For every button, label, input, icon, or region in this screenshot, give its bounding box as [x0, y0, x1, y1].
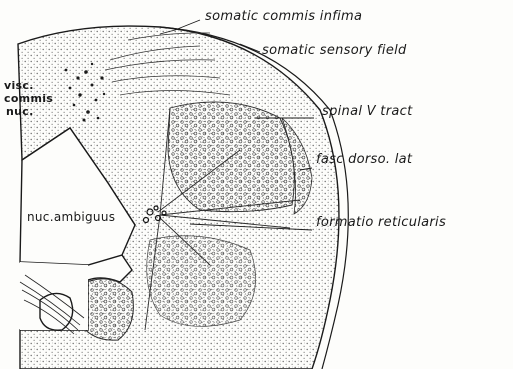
lower-nucleus	[147, 236, 256, 327]
label-spinal-v-tract: spinal V tract	[322, 104, 412, 119]
label-visc: visc.	[4, 80, 34, 91]
label-fasc-dorso-lat: fasc dorso. lat	[316, 152, 412, 167]
label-nuc: nuc.	[6, 106, 34, 117]
label-nuc-ambiguus: nuc.ambiguus	[27, 210, 115, 224]
label-somatic-commis-infima: somatic commis infima	[205, 9, 362, 24]
label-somatic-sensory-field: somatic sensory field	[262, 43, 407, 58]
label-formatio-reticularis: formatio reticularis	[316, 215, 446, 230]
label-commis: commis	[4, 93, 53, 104]
